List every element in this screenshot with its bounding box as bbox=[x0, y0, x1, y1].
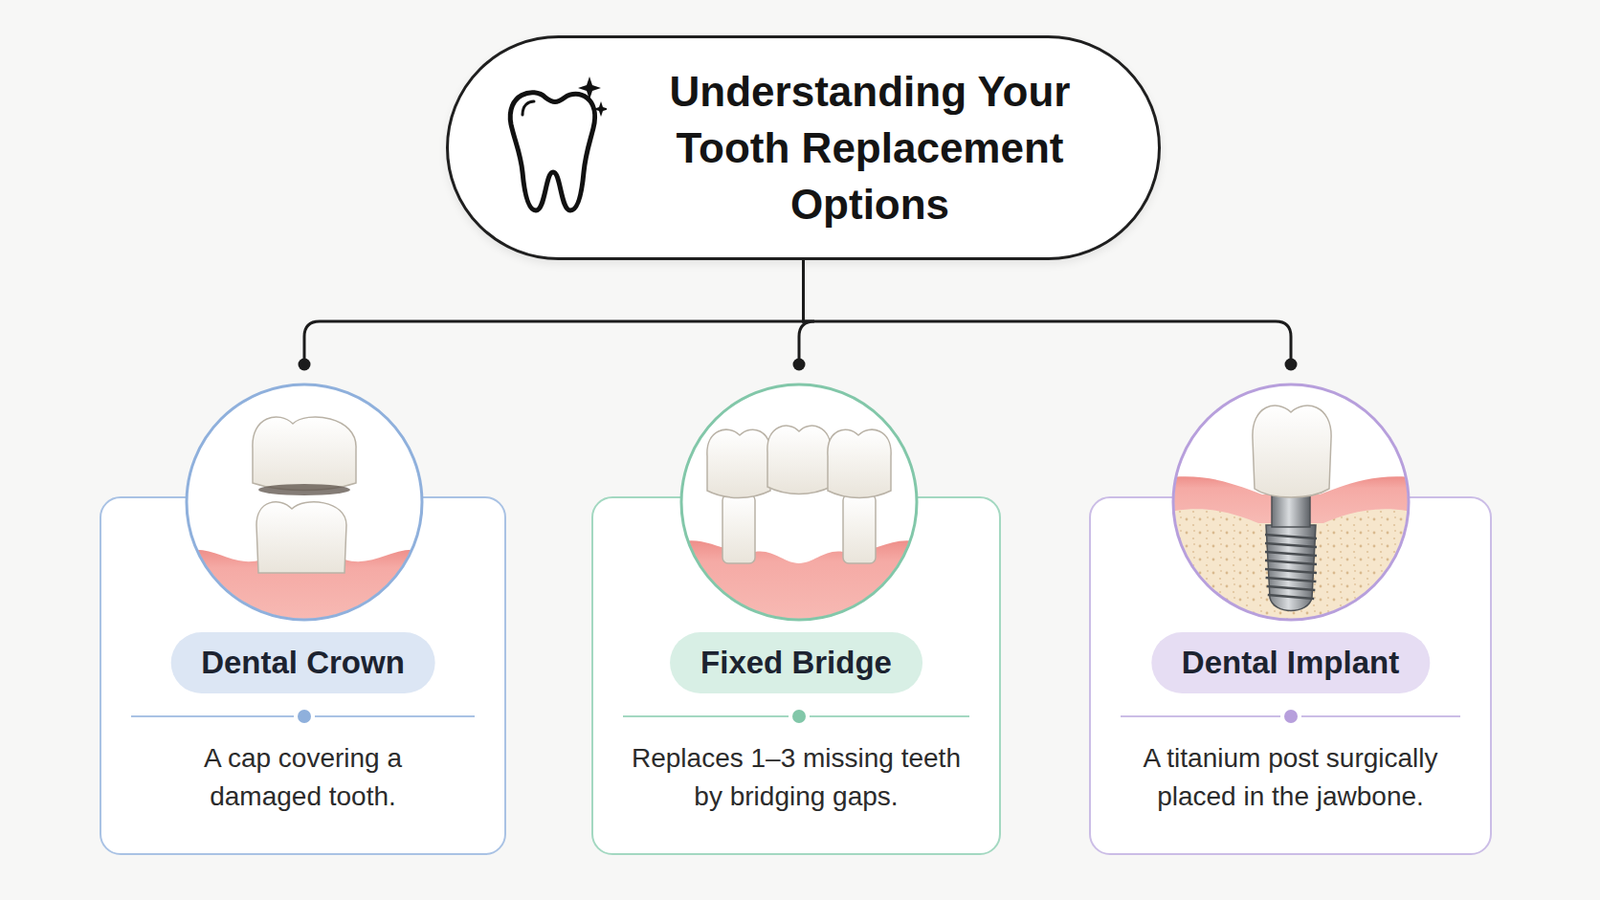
crown-illustration bbox=[183, 381, 425, 623]
bridge-illustration bbox=[678, 381, 920, 623]
connector-line bbox=[799, 260, 815, 365]
implant-illustration bbox=[1170, 381, 1412, 623]
option-label: Dental Implant bbox=[1151, 632, 1430, 694]
option-label: Dental Crown bbox=[170, 632, 436, 694]
connector-line bbox=[304, 260, 804, 365]
connector-dot bbox=[793, 358, 806, 372]
connector-line bbox=[803, 260, 1292, 365]
connector-dot bbox=[1285, 358, 1298, 372]
connector-dot bbox=[298, 358, 312, 372]
option-card: Dental Implant A titanium post surgically… bbox=[1088, 364, 1492, 856]
diagram-title: Understanding Your Tooth Replacement Opt… bbox=[616, 63, 1124, 233]
divider-dot bbox=[297, 710, 312, 724]
option-description: A titanium post surgically placed in the… bbox=[1109, 739, 1473, 817]
tooth-icon bbox=[501, 76, 607, 221]
option-description: Replaces 1–3 missing teeth by bridging g… bbox=[631, 739, 962, 817]
title-pill: Understanding Your Tooth Replacement Opt… bbox=[445, 35, 1161, 261]
option-card: Dental Crown A cap covering a damaged too… bbox=[99, 364, 507, 856]
divider-dot bbox=[1284, 710, 1298, 724]
option-label: Fixed Bridge bbox=[669, 632, 923, 694]
divider-dot bbox=[792, 710, 806, 724]
option-card: Fixed BridgeReplaces 1–3 missing teeth b… bbox=[591, 364, 1001, 856]
option-description: A cap covering a damaged tooth. bbox=[183, 739, 423, 817]
